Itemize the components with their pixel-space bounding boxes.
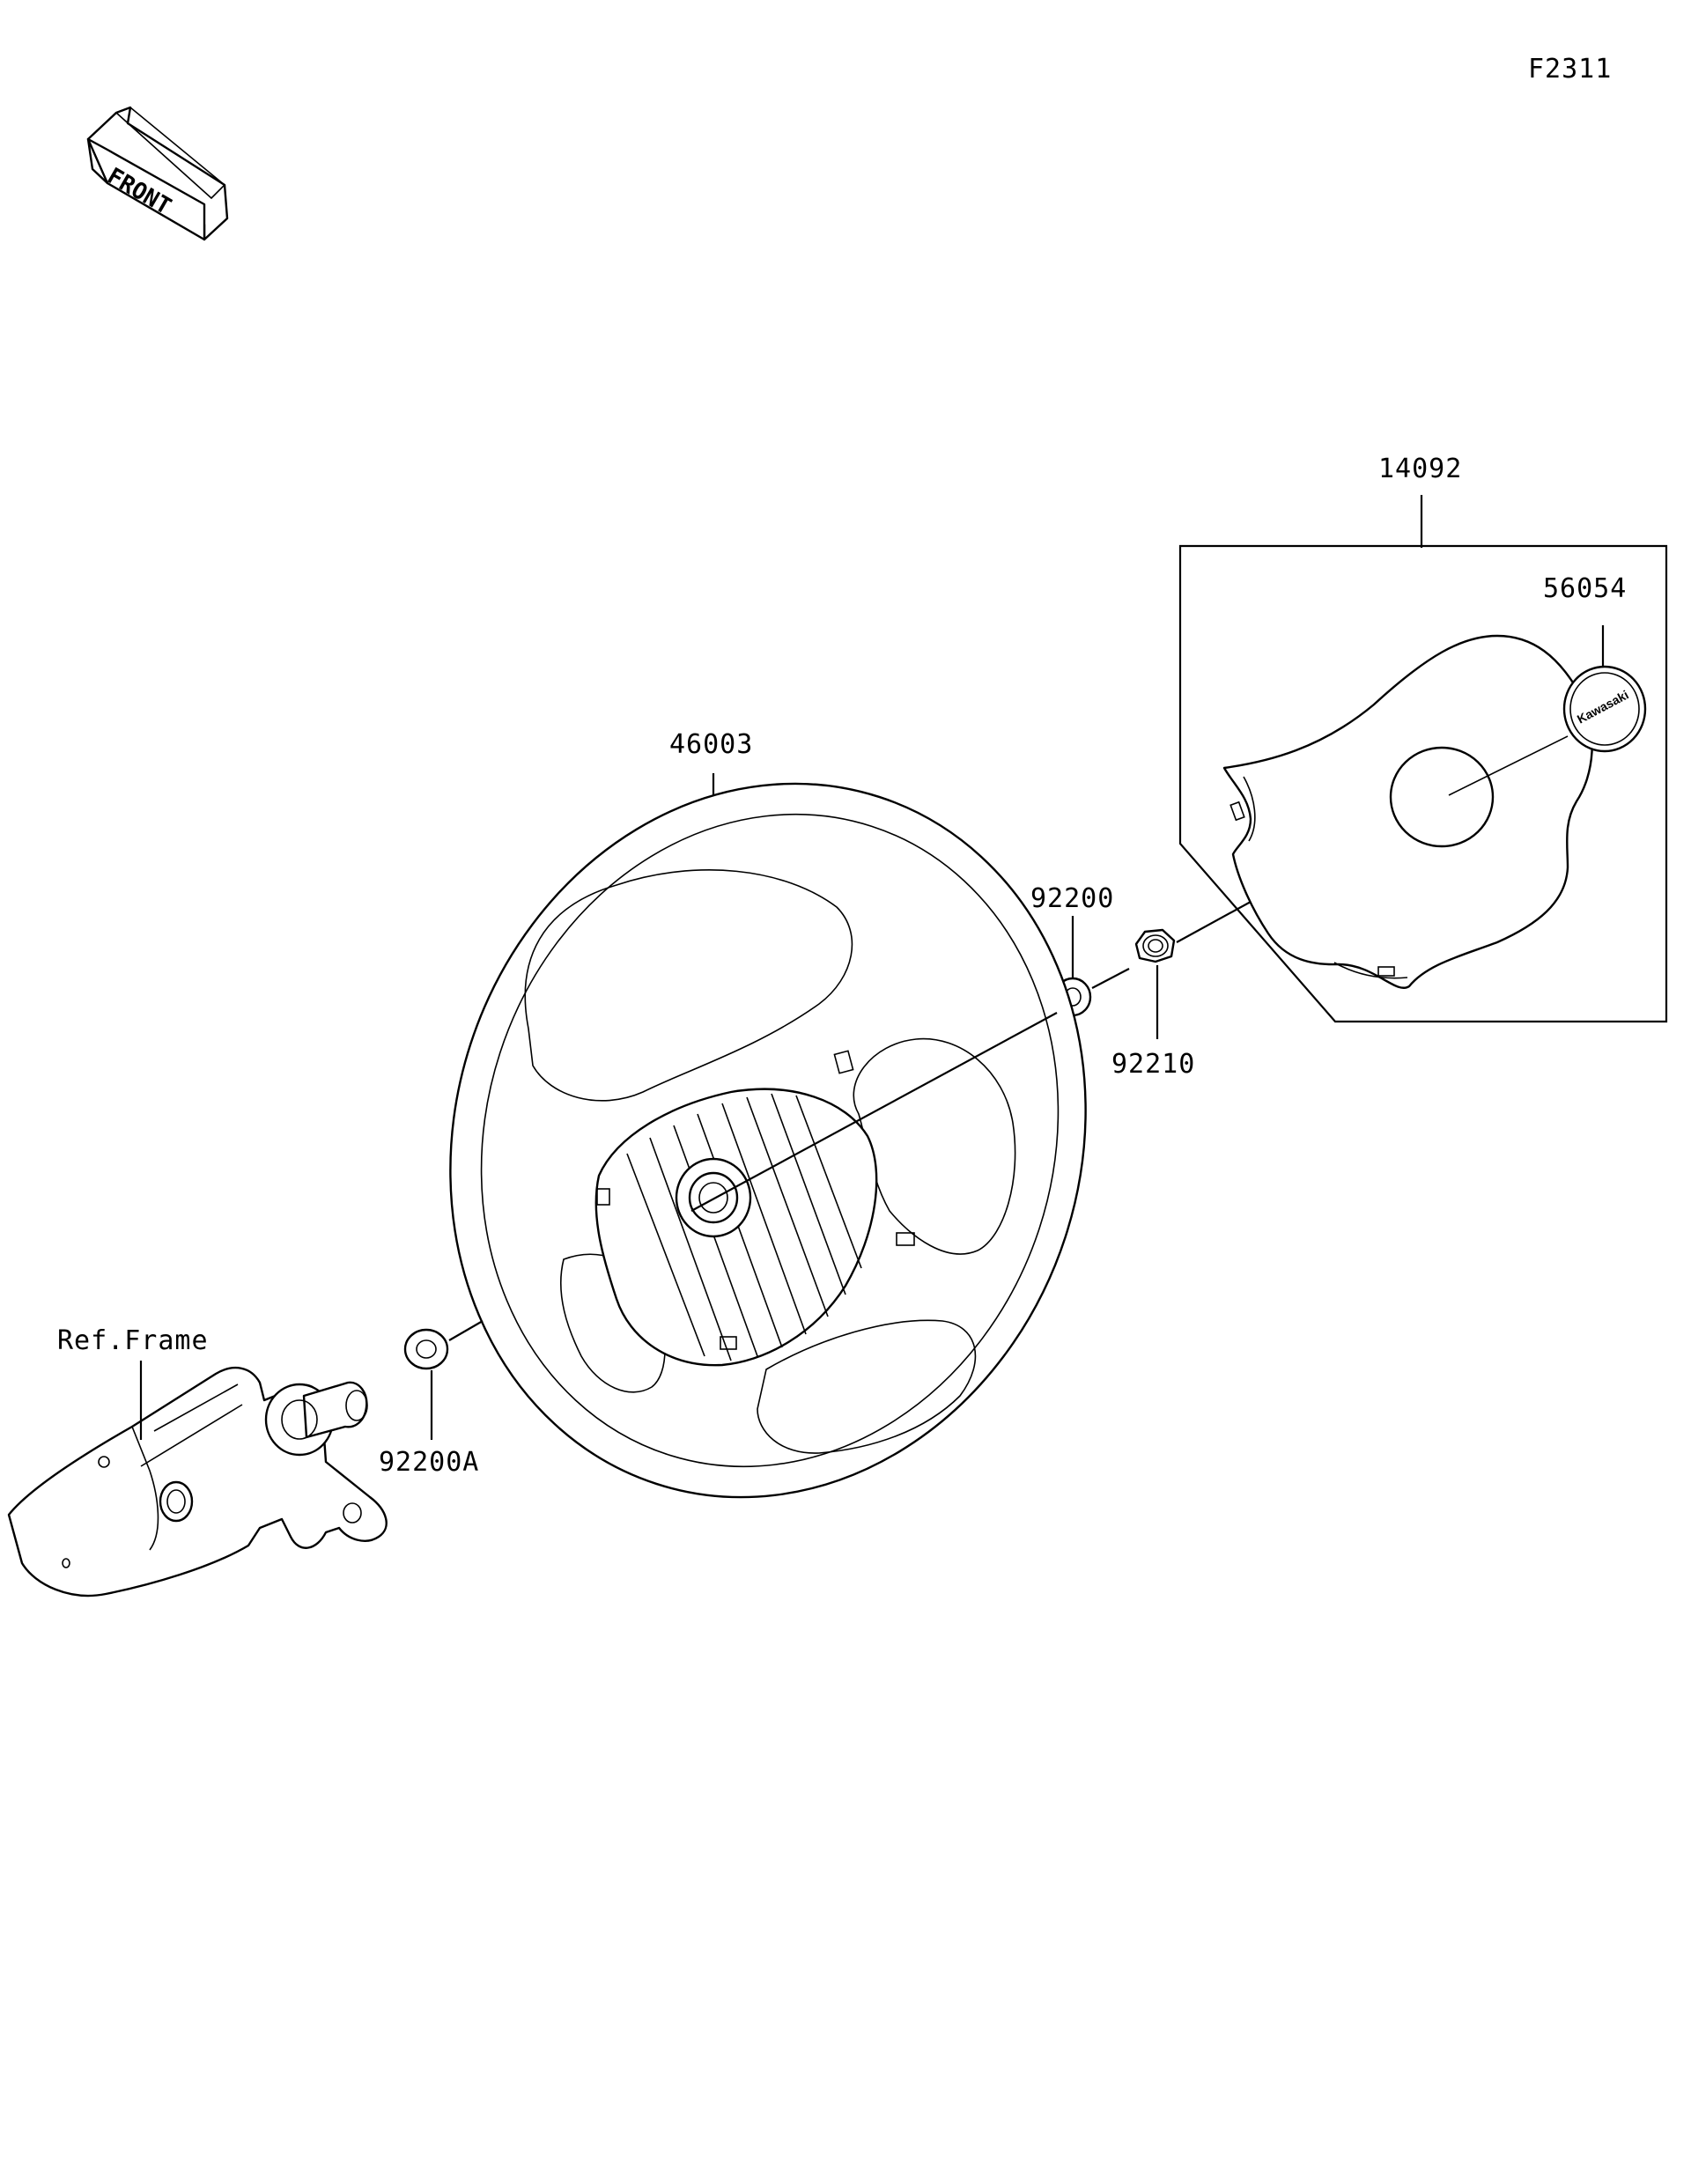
- nut-92210: 92210: [1111, 901, 1252, 1080]
- front-arrow-icon: FRONT: [86, 106, 229, 241]
- reference-frame: Ref.Frame: [7, 1325, 388, 1597]
- part-number-46003: 46003: [669, 729, 753, 760]
- reference-label: Ref.Frame: [57, 1325, 209, 1356]
- figure-code: F2311: [1528, 54, 1612, 85]
- steering-wheel: 46003: [449, 729, 1087, 1499]
- washer-92200a: 92200A: [379, 1320, 484, 1478]
- part-number-92200a: 92200A: [379, 1447, 479, 1478]
- part-number-56054: 56054: [1543, 573, 1627, 604]
- part-number-14092: 14092: [1378, 454, 1462, 484]
- pad-assembly-group: 14092 Kawasaki 56054: [1178, 454, 1668, 1023]
- part-number-92200: 92200: [1030, 883, 1114, 914]
- hub-ribs: [626, 1093, 862, 1361]
- part-number-92210: 92210: [1111, 1049, 1195, 1080]
